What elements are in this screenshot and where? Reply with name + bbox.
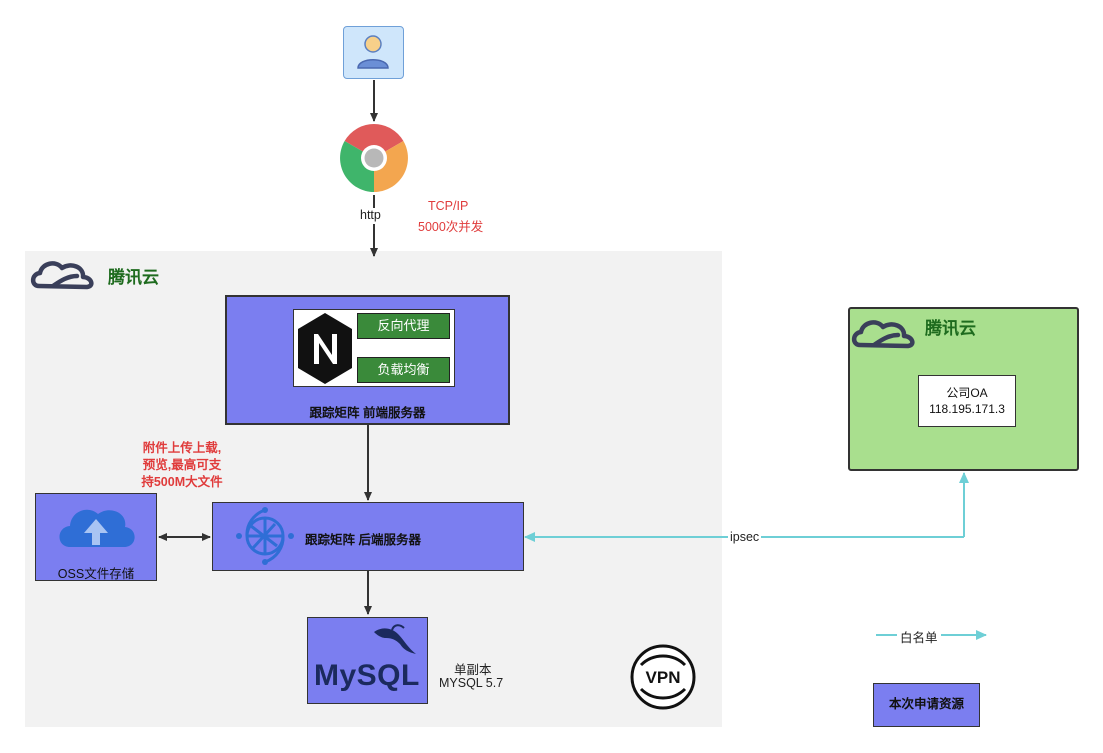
http-label: http — [360, 208, 381, 222]
company-oa-ip: 118.195.171.3 — [929, 402, 1005, 416]
network-globe-icon — [236, 507, 294, 565]
frontend-server-label: 跟踪矩阵 前端服务器 — [309, 406, 426, 420]
tcp-ip-label: TCP/IP — [428, 199, 469, 213]
mysql-box — [307, 617, 428, 704]
backend-server-label: 跟踪矩阵 后端服务器 — [305, 533, 421, 547]
tencent-cloud-logo-icon — [30, 261, 94, 290]
legend-resource-box: 本次申请资源 — [873, 683, 980, 727]
attachment-note-line3: 持500M大文件 — [141, 475, 223, 489]
legend-whitelist-label: 白名单 — [897, 627, 941, 646]
tencent-cloud-main-title: 腾讯云 — [108, 268, 159, 287]
attachment-note: 附件上传上载, 预览,最高可支 持500M大文件 — [122, 440, 242, 491]
mysql-dolphin-icon — [374, 624, 416, 654]
mysql-logo-text: MySQL — [314, 659, 420, 692]
vpn-label: VPN — [646, 668, 681, 687]
oss-label: OSS文件存储 — [57, 567, 135, 581]
vpn-icon: VPN — [630, 644, 696, 710]
tencent-cloud-oa-logo-icon — [851, 320, 915, 349]
load-balance-label: 负载均衡 — [357, 357, 450, 383]
mysql-note-line2: MYSQL 5.7 — [439, 676, 504, 690]
ipsec-label: ipsec — [728, 530, 762, 544]
chrome-browser-icon — [340, 124, 408, 192]
user-icon — [343, 26, 404, 79]
company-oa-box: 公司OA 118.195.171.3 — [918, 375, 1016, 427]
reverse-proxy-label: 反向代理 — [357, 313, 450, 339]
attachment-note-line2: 预览,最高可支 — [142, 458, 222, 472]
nginx-icon — [298, 313, 352, 384]
tencent-cloud-oa-title: 腾讯云 — [925, 319, 976, 338]
attachment-note-line1: 附件上传上载, — [142, 441, 222, 455]
oss-cloud-upload-icon — [59, 509, 135, 547]
concurrency-label: 5000次并发 — [418, 220, 484, 234]
company-oa-name: 公司OA — [946, 386, 988, 400]
mysql-note-line1: 单副本 — [454, 663, 492, 677]
